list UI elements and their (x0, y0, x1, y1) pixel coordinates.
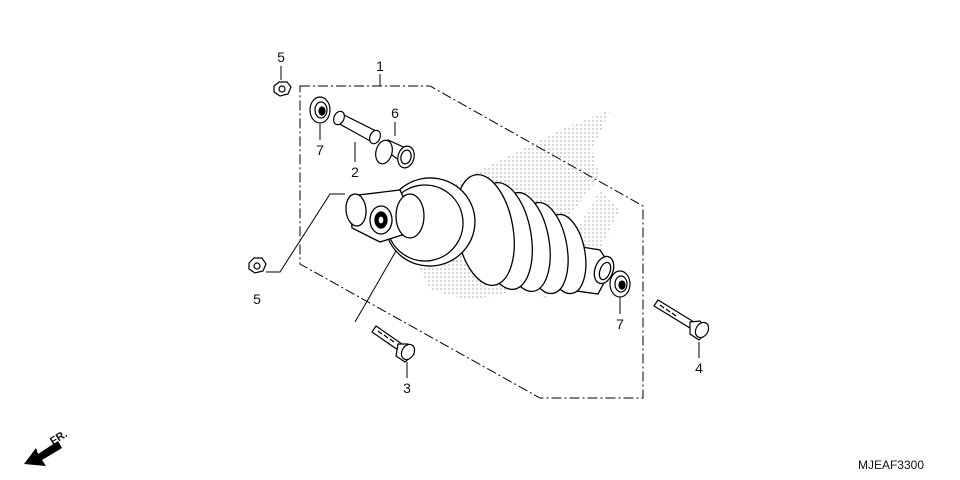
mounting-bolt-lower (653, 299, 710, 341)
callout-1: 1 (376, 58, 384, 74)
assembly-boundary-frame (299, 85, 644, 399)
callout-7-top: 7 (316, 142, 324, 158)
needle-bearing (375, 139, 415, 169)
callout-7-lower: 7 (616, 316, 624, 332)
leader-lines (266, 66, 700, 378)
dust-seal-lower (609, 270, 631, 298)
callout-2: 2 (351, 164, 359, 180)
collar (332, 110, 382, 145)
mounting-bolt-upper (371, 325, 416, 363)
nut-top (273, 81, 292, 97)
dust-seal-top (309, 96, 331, 124)
rear-cushion-assembly (345, 173, 615, 295)
diagram-code: MJEAF3300 (857, 458, 924, 472)
callout-4: 4 (695, 360, 703, 376)
nut-lower (248, 257, 267, 274)
forward-arrow-icon (24, 441, 62, 466)
callout-5-lower: 5 (253, 291, 261, 307)
callout-6: 6 (391, 105, 399, 121)
callout-3: 3 (403, 380, 411, 396)
callout-5-top: 5 (277, 49, 285, 65)
